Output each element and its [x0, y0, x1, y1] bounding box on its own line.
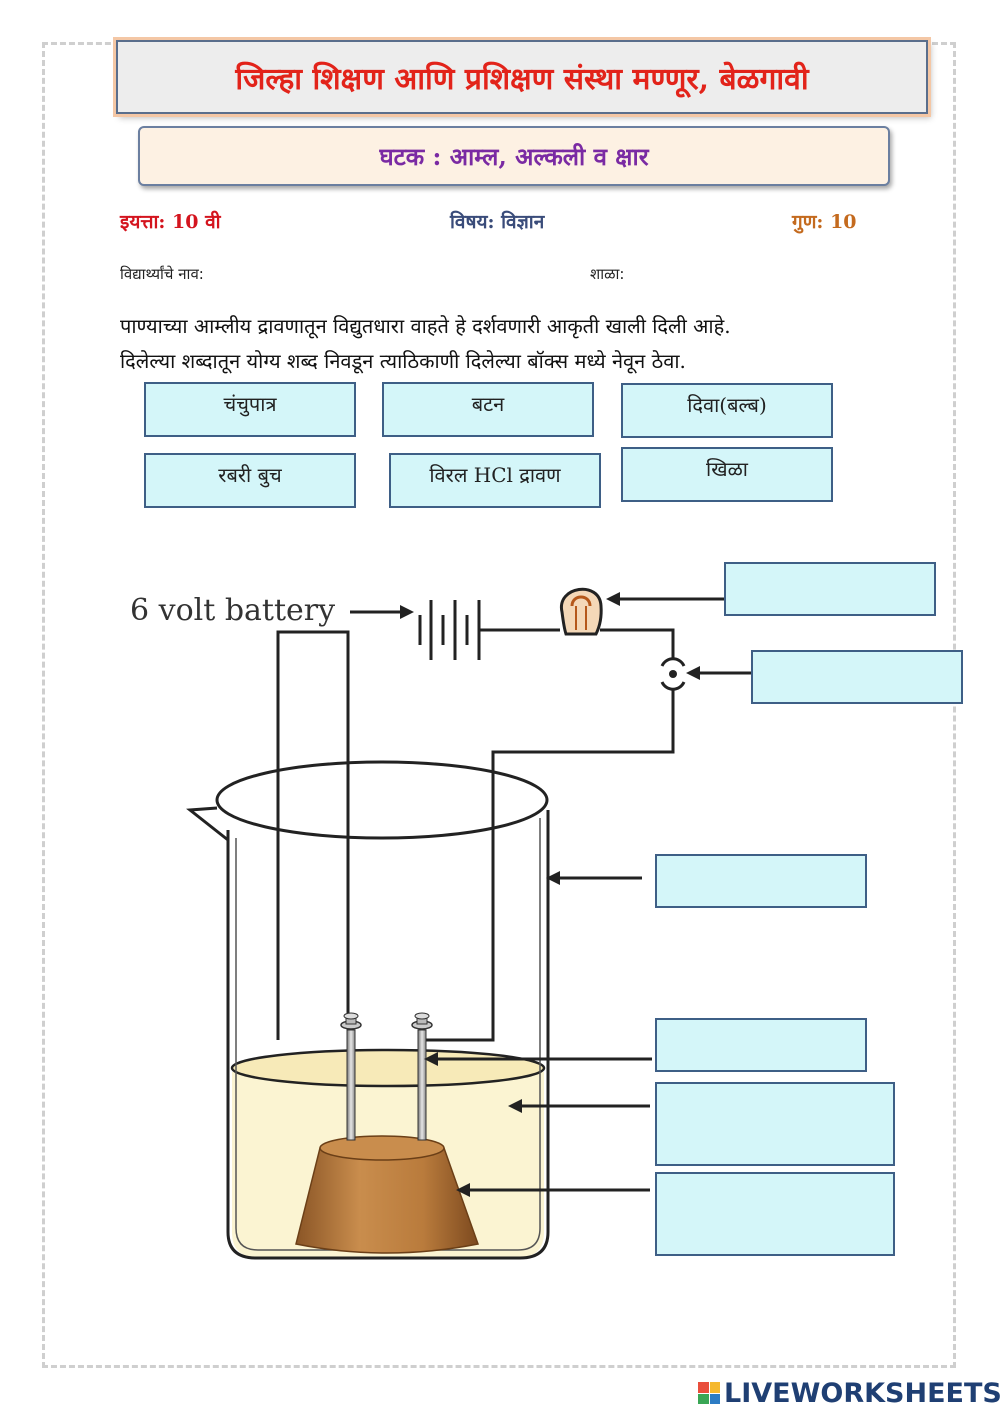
class-label: इयत्ता: 10 वी [120, 211, 221, 233]
word-card-bulb[interactable]: दिवा(बल्ब) [621, 383, 833, 438]
rubber-cork-icon [295, 1135, 479, 1254]
switch-icon [660, 657, 686, 691]
word-card-rubber-cork[interactable]: रबरी बुच [144, 453, 356, 508]
brand-name: LIVEWORKSHEETS [724, 1377, 1000, 1409]
drop-zone-beaker[interactable] [655, 854, 867, 908]
switch-arrow-head [686, 666, 700, 680]
bulb-icon [560, 587, 603, 636]
nail-arrow-head [424, 1052, 438, 1066]
battery-label: 6 volt battery [130, 593, 335, 628]
header-banner: जिल्हा शिक्षण आणि प्रशिक्षण संस्था मण्णू… [116, 40, 928, 114]
logo-square [698, 1393, 709, 1404]
battery-arrow-head [400, 605, 414, 619]
drop-zone-solution[interactable] [655, 1082, 895, 1166]
drop-zone-cork[interactable] [655, 1172, 895, 1256]
cork-arrow-head [456, 1183, 470, 1197]
drop-zone-bulb[interactable] [724, 562, 936, 616]
unit-title: घटक : आम्ल, अल्कली व क्षार [379, 141, 649, 171]
nail-icon-right [411, 1012, 433, 1141]
logo-grid-icon [698, 1382, 720, 1404]
solution-arrow-head [508, 1099, 522, 1113]
institute-title: जिल्हा शिक्षण आणि प्रशिक्षण संस्था मण्णू… [235, 61, 809, 97]
liveworksheets-logo[interactable]: LIVEWORKSHEETS [698, 1376, 1000, 1410]
word-card-switch[interactable]: बटन [382, 382, 594, 437]
beaker-arrow-head [546, 871, 560, 885]
subject-label: विषय: विज्ञान [450, 211, 545, 233]
bulb-arrow-head [606, 592, 620, 606]
nail-icon-left [340, 1012, 362, 1141]
circuit-wires [276, 628, 675, 1042]
student-name-label: विद्यार्थ्यांचे नाव: [120, 265, 204, 283]
battery-icon [418, 600, 481, 660]
school-label: शाळा: [590, 265, 625, 283]
instruction-line-2: दिलेल्या शब्दातून योग्य शब्द निवडून त्या… [120, 349, 686, 373]
marks-label: गुण: 10 [792, 211, 857, 233]
unit-banner: घटक : आम्ल, अल्कली व क्षार [138, 126, 890, 186]
logo-square [698, 1382, 709, 1393]
word-card-beaker[interactable]: चंचुपात्र [144, 382, 356, 437]
word-card-nail[interactable]: खिळा [621, 447, 833, 502]
logo-square [709, 1393, 720, 1404]
instruction-line-1: पाण्याच्या आम्लीय द्रावणातून विद्युतधारा… [120, 314, 731, 338]
word-card-dilute-hcl[interactable]: विरल HCl द्रावण [389, 453, 601, 508]
drop-zone-switch[interactable] [751, 650, 963, 704]
drop-zone-nail[interactable] [655, 1018, 867, 1072]
logo-square [709, 1382, 720, 1393]
